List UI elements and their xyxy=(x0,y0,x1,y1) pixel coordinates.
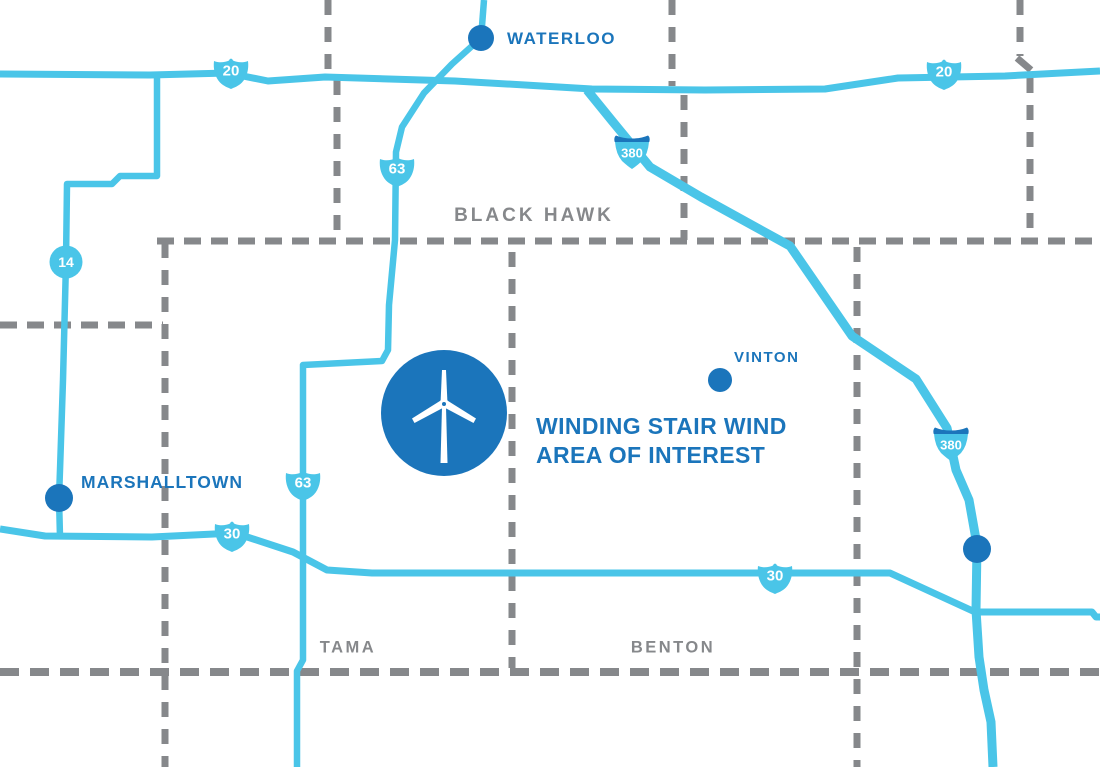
state-14-shield-number: 14 xyxy=(58,254,74,270)
road-state-14 xyxy=(55,77,161,538)
i-380-north-shield-number: 380 xyxy=(621,145,643,161)
county-label-black-hawk: BLACK HAWK xyxy=(454,205,614,226)
county-line-vertical-northeast-jog xyxy=(1014,55,1034,73)
us-30-west-shield-number: 30 xyxy=(223,525,241,543)
wind-turbine-icon xyxy=(381,350,507,476)
waterloo-city-dot xyxy=(468,25,494,51)
road-us-30 xyxy=(0,525,1100,621)
us-20-west-shield-number: 20 xyxy=(222,62,240,80)
us-30-east-shield-number: 30 xyxy=(766,567,784,585)
us-63-north-shield-number: 63 xyxy=(388,160,406,178)
us-63-south-shield-number: 63 xyxy=(294,474,312,492)
county-label-tama: TAMA xyxy=(319,638,377,657)
us-20-east-shield-number: 20 xyxy=(935,63,953,81)
waterloo-city-label: WATERLOO xyxy=(507,29,616,48)
vinton-city-label: VINTON xyxy=(734,349,800,366)
i-380-south-shield-number: 380 xyxy=(940,437,962,453)
road-waterloo-north-stub xyxy=(478,0,488,27)
marshalltown-city-label: MARSHALLTOWN xyxy=(81,472,244,492)
county-label-benton: BENTON xyxy=(630,638,716,657)
area-of-interest-title-line1: WINDING STAIR WIND xyxy=(536,413,787,439)
unlabeled-city-dot xyxy=(963,535,991,563)
road-us-63 xyxy=(293,35,484,767)
state-14-shield-shape xyxy=(49,245,83,279)
highway-shield-shapes xyxy=(49,58,969,594)
area-of-interest-title: WINDING STAIR WIND AREA OF INTEREST xyxy=(536,412,787,469)
vinton-city-dot xyxy=(708,368,732,392)
area-of-interest-title-line2: AREA OF INTEREST xyxy=(536,441,766,468)
city-dots xyxy=(45,25,991,563)
marshalltown-city-dot xyxy=(45,484,73,512)
